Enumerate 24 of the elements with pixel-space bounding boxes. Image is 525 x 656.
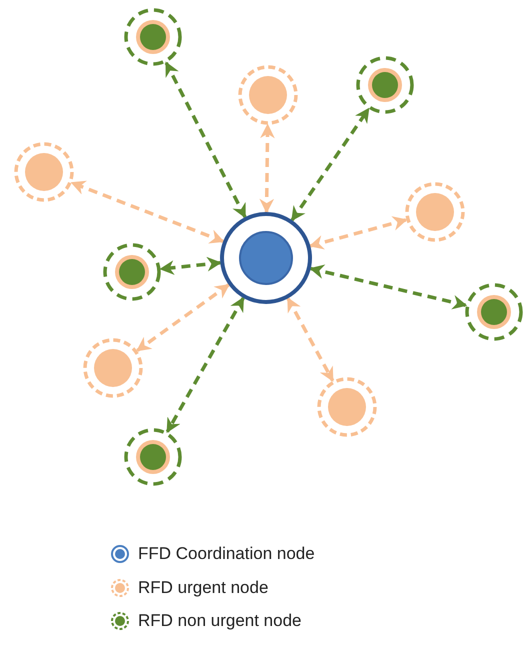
legend-label: RFD urgent node (138, 578, 268, 598)
non-urgent-node (465, 283, 523, 341)
urgent-node (14, 142, 74, 202)
legend-label: FFD Coordination node (138, 544, 315, 564)
non-urgent-node (103, 243, 161, 301)
non-urgent-node (124, 8, 182, 66)
coordinator-node (220, 212, 312, 304)
legend-label: RFD non urgent node (138, 611, 302, 631)
double-arrow (159, 256, 222, 275)
double-arrow (290, 108, 370, 222)
non-urgent-node (124, 428, 182, 486)
double-arrow (136, 283, 230, 352)
double-arrow (164, 62, 247, 218)
double-arrow (309, 264, 468, 310)
non-urgent-node (356, 56, 414, 114)
double-arrow (70, 180, 224, 244)
urgent-node (238, 65, 298, 125)
double-arrow (259, 124, 275, 214)
double-arrow (308, 216, 408, 250)
urgent-node (405, 182, 465, 242)
double-arrow (286, 297, 334, 382)
double-arrow (166, 296, 245, 434)
urgent-node (317, 377, 377, 437)
urgent-node (83, 338, 143, 398)
